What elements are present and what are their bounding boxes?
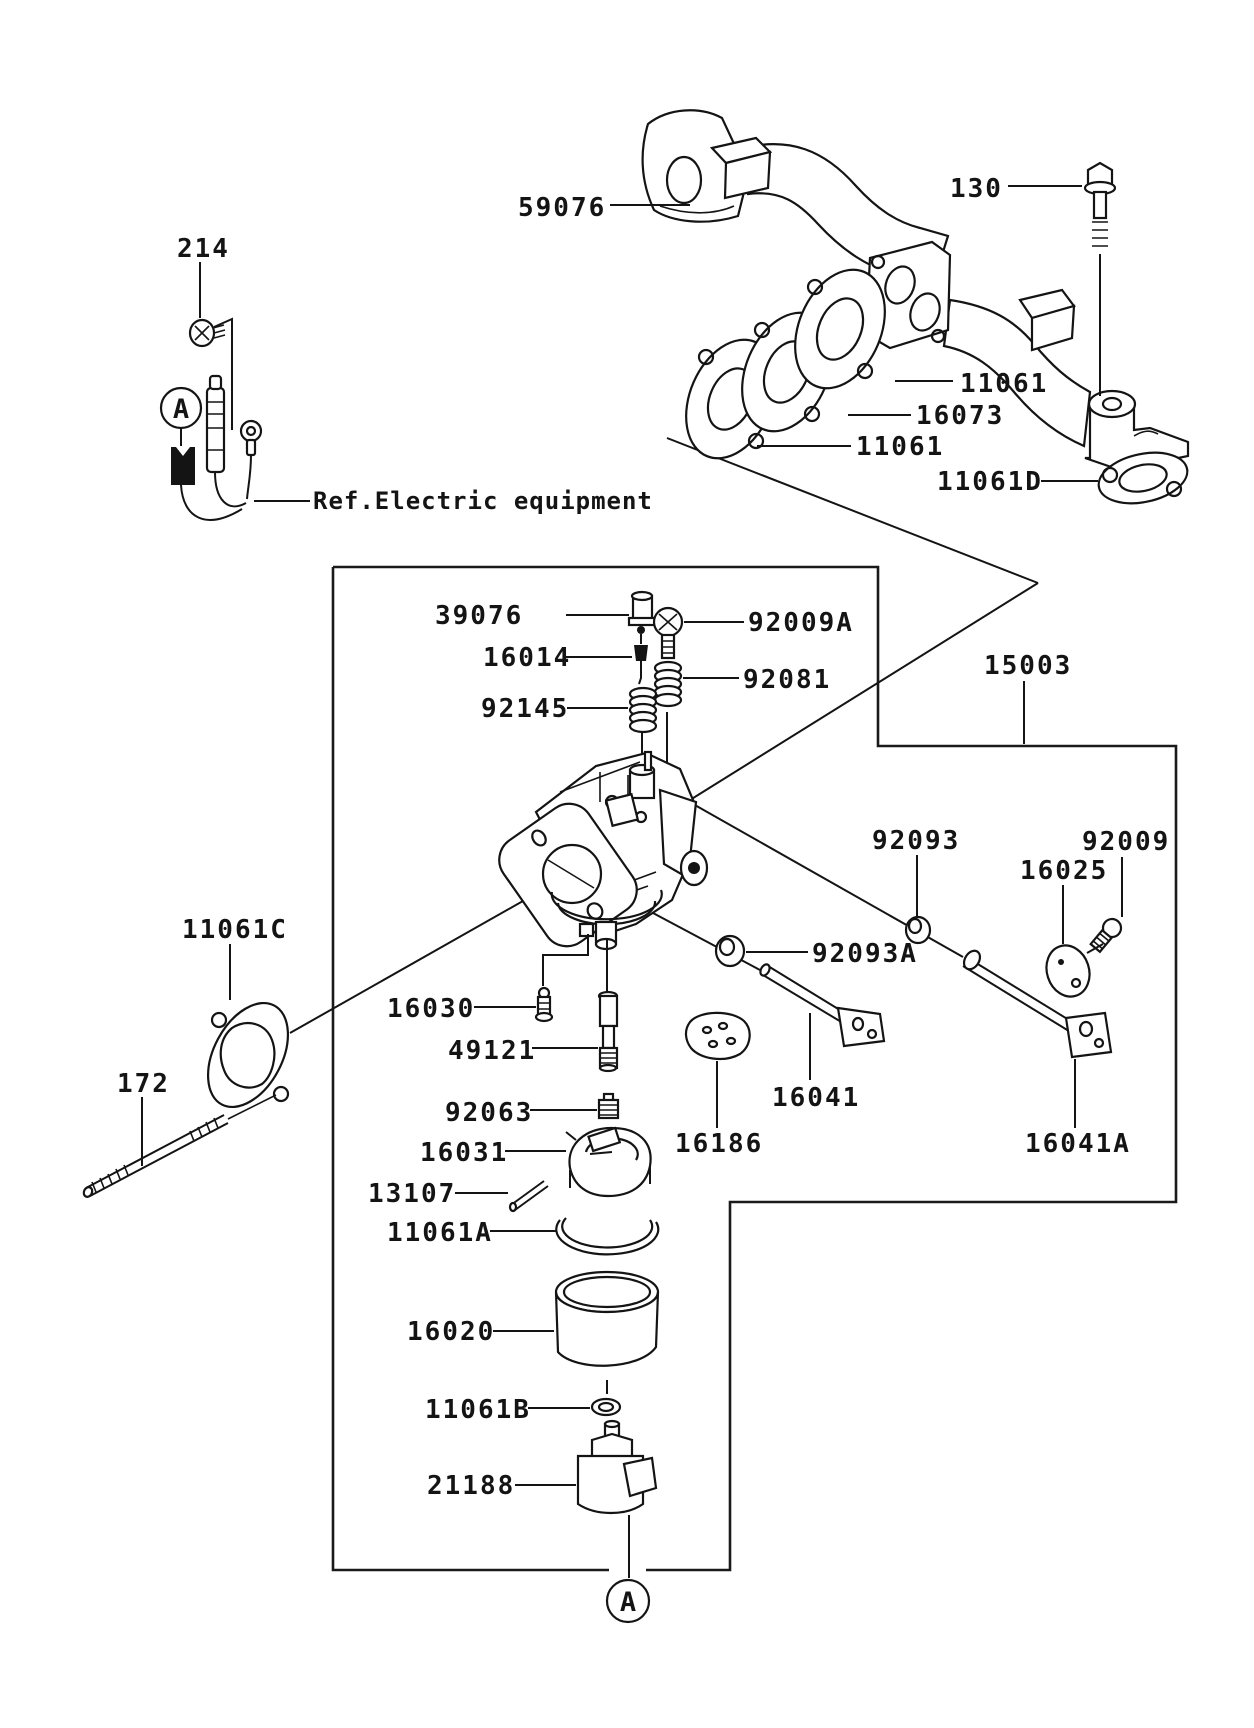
part-label-16020: 16020	[407, 1317, 495, 1347]
electric-equipment-assembly: A	[159, 262, 310, 521]
leader-carb-to-16030	[542, 934, 589, 986]
part-label-11061A: 11061A	[387, 1218, 493, 1248]
intake-manifold-drawing	[641, 109, 1190, 472]
detail-marker-a-top: A	[159, 386, 203, 430]
part-label-92063: 92063	[445, 1098, 533, 1128]
float-16031-part	[565, 1126, 652, 1198]
ring-terminal	[239, 419, 263, 457]
part-label-92093: 92093	[872, 826, 960, 856]
part-label-39076: 39076	[435, 601, 523, 631]
sensor-boot	[205, 374, 226, 474]
part-label-16041: 16041	[772, 1083, 860, 1113]
gasket-11061C-part	[206, 1001, 290, 1109]
leader-92009-to-plate	[1086, 943, 1104, 954]
spring-92145-part	[628, 686, 658, 734]
bolt-130-part	[1083, 161, 1117, 396]
part-label-16031: 16031	[420, 1138, 508, 1168]
part-label-21188: 21188	[427, 1471, 515, 1501]
part-label-214: 214	[177, 234, 230, 264]
part-label-11061-top: 11061	[960, 369, 1048, 399]
part-label-11061C: 11061C	[182, 915, 288, 945]
part-label-92093A: 92093A	[812, 939, 918, 969]
manifold-gaskets	[685, 268, 1189, 505]
part-label-13107: 13107	[368, 1179, 456, 1209]
detail-marker-a-bottom: A	[605, 1578, 651, 1624]
detail-enclosure-box	[331, 565, 1178, 1572]
ref-electric-equipment-note: Ref.Electric equipment	[313, 487, 653, 515]
choke-shaft-16041A-part	[962, 949, 1113, 1059]
part-label-11061B: 11061B	[425, 1395, 531, 1425]
part-label-49121: 49121	[448, 1036, 536, 1066]
plate-16186-part	[684, 1011, 751, 1061]
part-label-59076: 59076	[518, 193, 606, 223]
part-label-92009A: 92009A	[748, 608, 854, 638]
part-label-172: 172	[117, 1069, 170, 1099]
indicator-lines	[289, 437, 1039, 1034]
part-label-16073: 16073	[916, 401, 1004, 431]
part-label-130: 130	[950, 174, 1003, 204]
float-bowl-16020-part	[554, 1270, 660, 1367]
needle-16014-part	[634, 626, 648, 685]
throttle-shaft-16041-part	[759, 963, 886, 1048]
part-label-11061D: 11061D	[937, 467, 1043, 497]
part-label-16025: 16025	[1020, 856, 1108, 886]
part-label-92009: 92009	[1082, 827, 1170, 857]
part-label-11061-mid: 11061	[856, 432, 944, 462]
part-label-16014: 16014	[483, 643, 571, 673]
stud-172-part	[82, 1094, 277, 1198]
pin-13107-part	[508, 1180, 549, 1213]
gasket-11061D	[1097, 451, 1189, 505]
oring-11061A-part	[555, 1217, 660, 1256]
part-label-92081: 92081	[743, 665, 831, 695]
part-label-16186: 16186	[675, 1129, 763, 1159]
plug-92063-part	[597, 1092, 620, 1120]
float-valve-16030-part	[534, 986, 554, 1023]
part-label-15003: 15003	[984, 651, 1072, 681]
part-label-92145: 92145	[481, 694, 569, 724]
label-leader-lines	[141, 185, 1123, 1486]
pilot-jet-39076-part	[627, 590, 657, 627]
part-label-16030: 16030	[387, 994, 475, 1024]
wires	[180, 454, 252, 521]
valve-plate-16025-part	[1045, 944, 1091, 998]
wire-connector	[171, 447, 195, 485]
solenoid-21188-part	[576, 1419, 658, 1514]
part-number-labels: 214 59076 130 11061 16073 11061 11061D 3…	[117, 174, 1170, 1501]
screw-214-part	[188, 318, 226, 348]
carburetor-body-drawing	[498, 750, 709, 951]
oring-11061B-part	[590, 1380, 622, 1417]
screw-92009A-part	[652, 606, 684, 660]
part-label-16041A: 16041A	[1025, 1129, 1131, 1159]
detail-marker-a-bottom-label: A	[620, 1587, 636, 1618]
gasket-11061-second	[794, 268, 886, 390]
detail-marker-a-top-label: A	[173, 394, 189, 425]
screw-92009-part	[1089, 917, 1123, 954]
bushing-92093A-part	[714, 934, 746, 968]
main-jet-49121-part	[597, 990, 619, 1073]
spring-92081-part	[653, 660, 683, 708]
